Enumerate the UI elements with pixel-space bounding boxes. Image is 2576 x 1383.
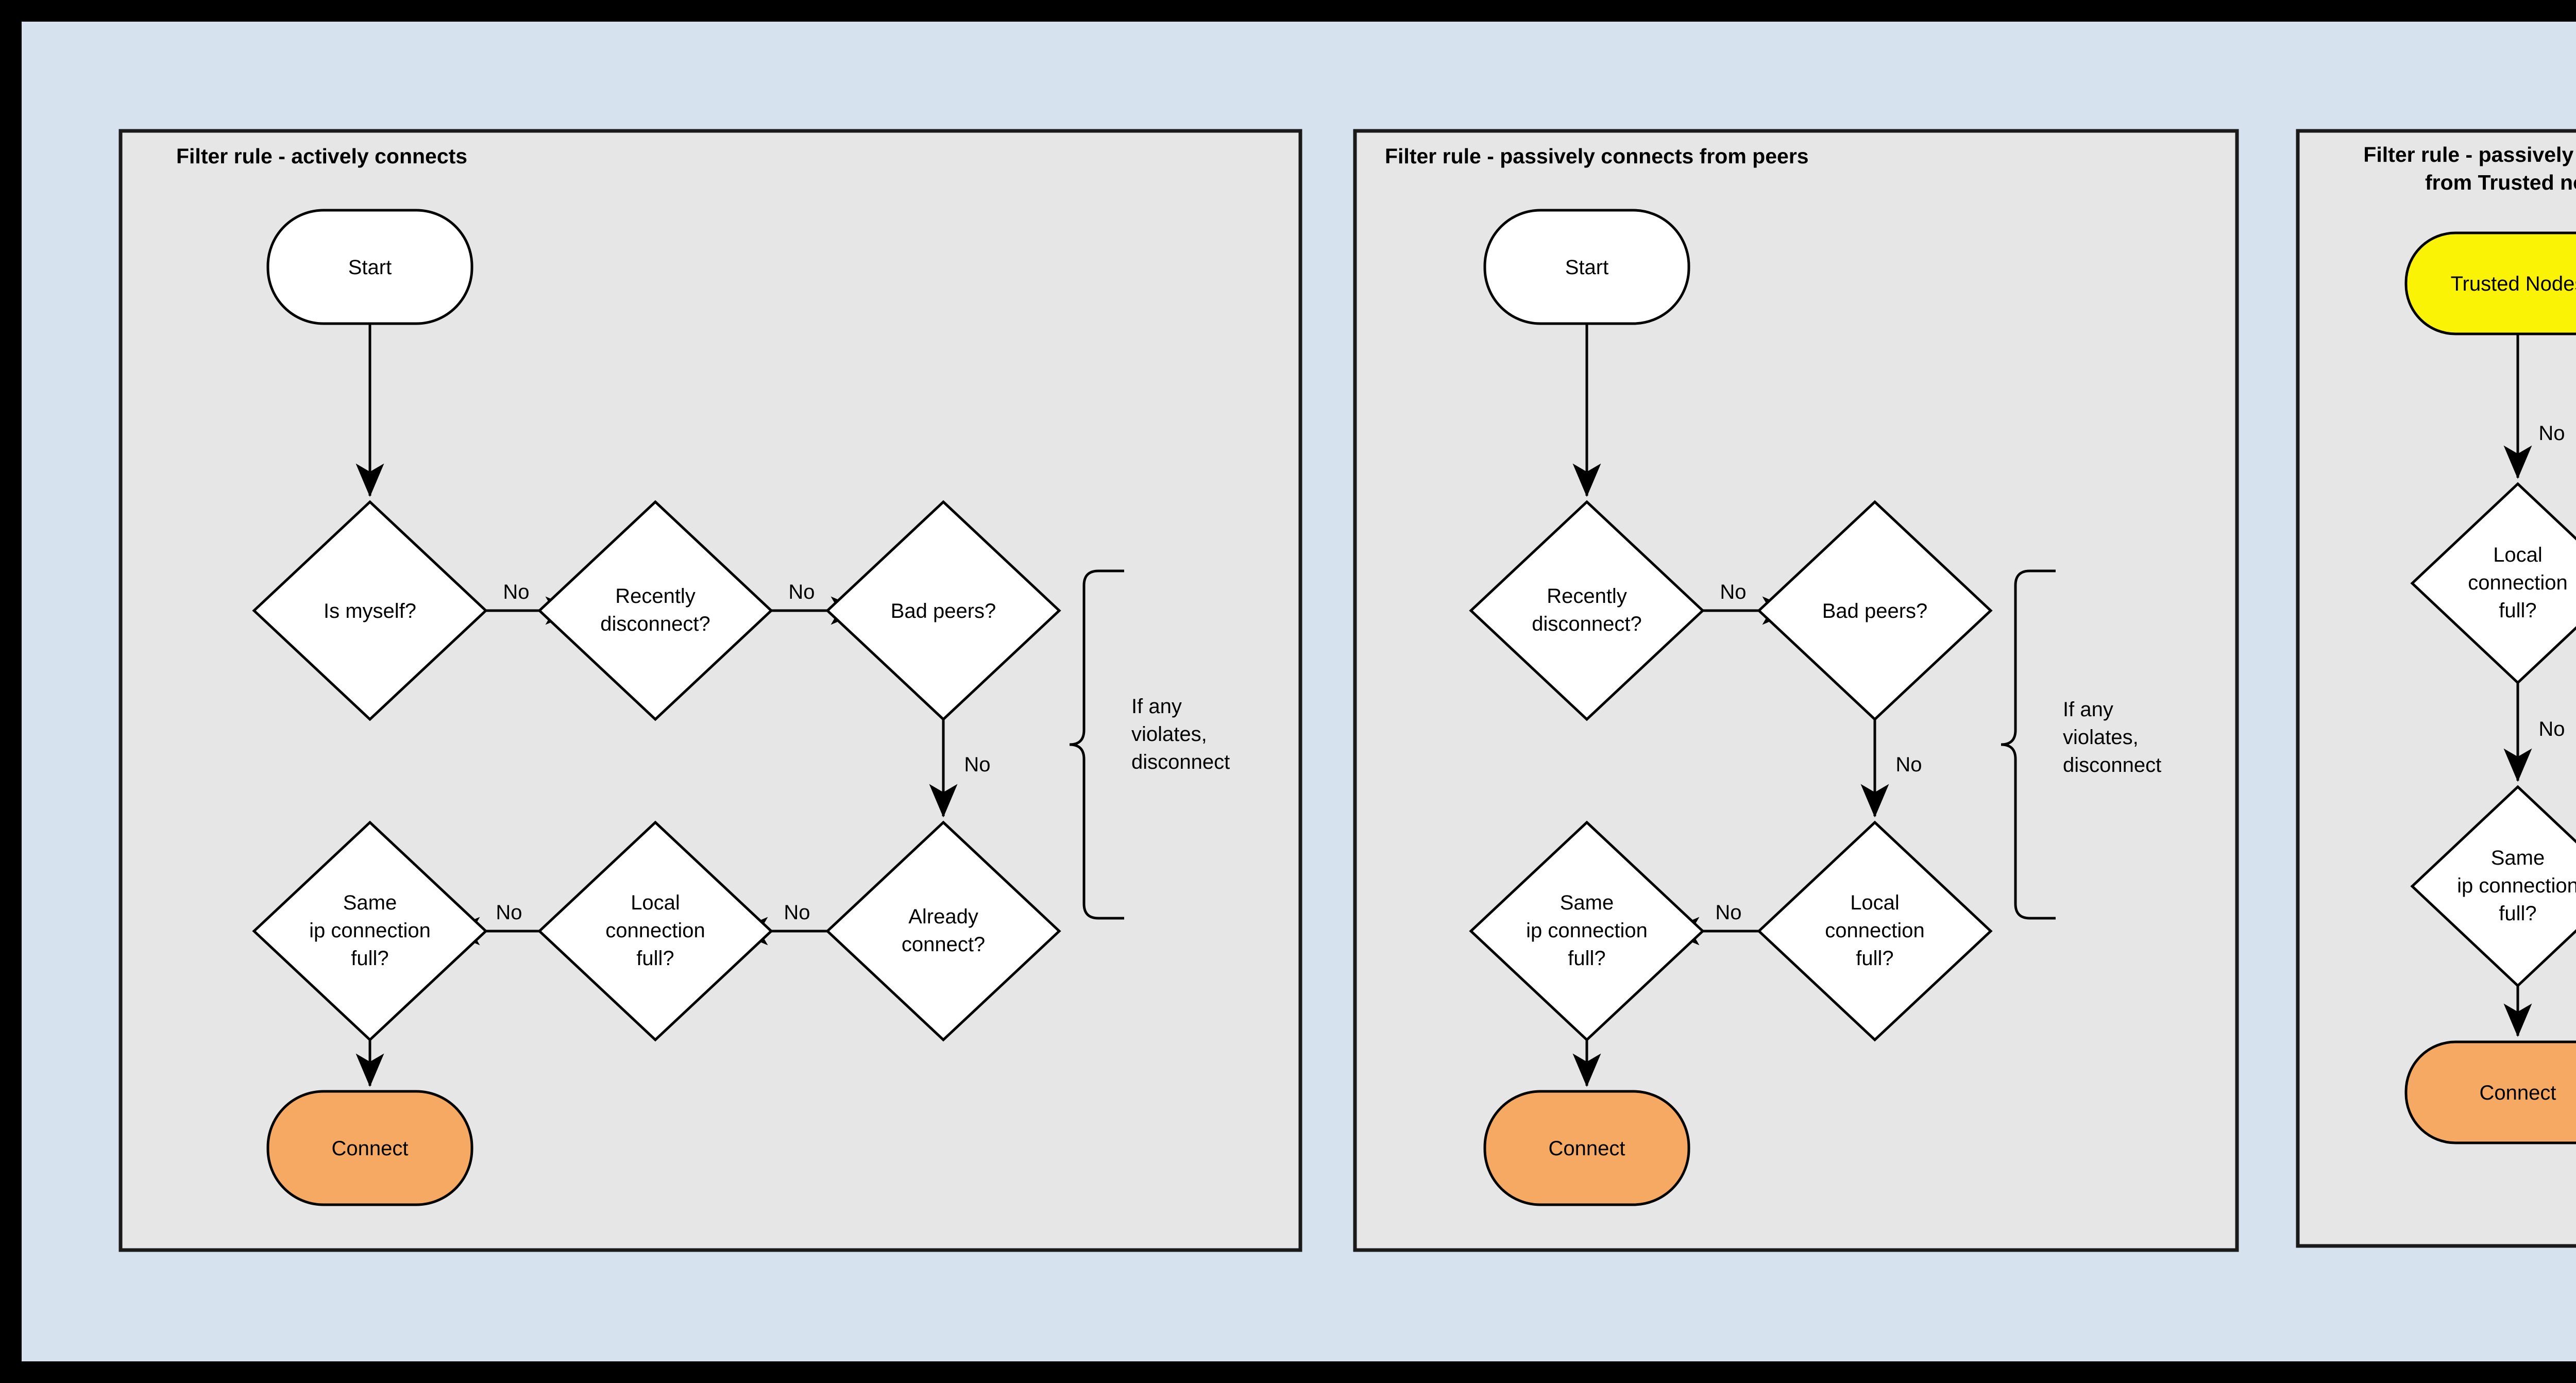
node-same-ip-full-label-line3: full? xyxy=(351,947,388,970)
node-local-full-shape xyxy=(1757,820,1993,1042)
node-local-full-label-line2: connection xyxy=(1825,919,1924,942)
annotation-line-1: If any xyxy=(2063,698,2113,721)
node-connect-label: Connect xyxy=(2480,1082,2556,1104)
panel-3-title-line2: from Trusted node xyxy=(2425,171,2576,194)
panel-3-title-line1: Filter rule - passively connects xyxy=(2363,143,2576,166)
panel-2-title: Filter rule - passively connects from pe… xyxy=(1385,144,1809,168)
annotation-line-2: violates, xyxy=(2063,726,2139,749)
node-connect-label: Connect xyxy=(1549,1137,1625,1160)
panel-actively-connects: Filter rule - actively connects Start Is… xyxy=(118,129,1302,1252)
edge-label-no-5: No xyxy=(496,901,522,924)
node-start-label: Start xyxy=(1565,256,1608,279)
node-connect-label: Connect xyxy=(332,1137,409,1160)
node-is-myself-shape xyxy=(252,500,488,721)
node-local-full-label-line3: full? xyxy=(1856,947,1893,970)
node-same-ip-full-label-line2: ip connection xyxy=(1526,919,1648,942)
node-same-ip-full-label-line2: ip connection xyxy=(309,919,431,942)
node-same-ip-full-label-line3: full? xyxy=(1568,947,1605,970)
node-local-full-label-line3: full? xyxy=(2499,599,2536,622)
diagram-canvas: Filter rule - actively connects Start Is… xyxy=(22,22,2576,1361)
panel-passively-connects-from-peers: Filter rule - passively connects from pe… xyxy=(1353,129,2239,1252)
node-recently-disconnect-label-line2: disconnect? xyxy=(1532,613,1641,635)
node-same-ip-full-label-line1: Same xyxy=(1560,891,1614,914)
edge-label-no-2: No xyxy=(1895,753,1922,776)
node-local-full-label-line2: connection xyxy=(2468,571,2567,594)
edge-label-no-1: No xyxy=(503,581,529,603)
node-already-connect-label-line2: connect? xyxy=(902,933,985,956)
node-recently-disconnect-label-line1: Recently xyxy=(1547,585,1627,608)
node-is-myself-label: Is myself? xyxy=(324,600,416,622)
node-same-ip-full-label-line1: Same xyxy=(343,891,397,914)
edge-label-no-1: No xyxy=(1720,581,1746,603)
node-trusted-nodes-label: Trusted Nodes xyxy=(2451,273,2576,295)
edge-label-no-2: No xyxy=(788,581,815,603)
node-start-label: Start xyxy=(348,256,392,279)
node-same-ip-full-label-line1: Same xyxy=(2491,847,2545,869)
flowchart-svg: Filter rule - actively connects Start Is… xyxy=(118,129,2576,1252)
node-local-full-label-line2: connection xyxy=(605,919,705,942)
brace-if-any-violates-1 xyxy=(1069,569,1124,920)
brace-if-any-violates-2 xyxy=(2001,569,2056,920)
node-connect-shape xyxy=(266,1090,473,1206)
node-local-full-shape xyxy=(537,820,773,1042)
annotation-line-1: If any xyxy=(1131,695,1182,718)
edge-label-no-3: No xyxy=(964,753,990,776)
annotation-line-3: disconnect xyxy=(1131,751,1230,773)
node-already-connect-label-line1: Already xyxy=(908,905,978,928)
edge-label-no-3: No xyxy=(1715,901,1741,924)
node-local-full-label-line1: Local xyxy=(631,891,680,914)
node-same-ip-full-label-line3: full? xyxy=(2499,902,2536,925)
node-bad-peers-label: Bad peers? xyxy=(1822,600,1928,622)
panel-passively-connects-from-trusted-node: Filter rule - passively connects from Tr… xyxy=(2296,129,2576,1248)
panel-2-frame xyxy=(1353,129,2239,1252)
node-bad-peers-label: Bad peers? xyxy=(891,600,996,622)
node-connect-shape xyxy=(2404,1040,2576,1144)
node-local-full-label-line3: full? xyxy=(636,947,674,970)
annotation-line-2: violates, xyxy=(1131,723,1207,746)
annotation-line-3: disconnect xyxy=(2063,754,2161,777)
node-connect-shape xyxy=(1483,1090,1690,1206)
node-local-full-label-line1: Local xyxy=(2493,544,2543,566)
node-recently-disconnect-label-line1: Recently xyxy=(615,585,696,608)
node-same-ip-full-label-line2: ip connection xyxy=(2457,874,2576,897)
edge-label-no-4: No xyxy=(784,901,810,924)
node-recently-disconnect-label-line2: disconnect? xyxy=(600,613,710,635)
panel-1-title: Filter rule - actively connects xyxy=(176,144,467,168)
node-local-full-label-line1: Local xyxy=(1850,891,1900,914)
node-recently-disconnect-shape xyxy=(537,500,773,721)
node-already-connect-shape xyxy=(825,820,1061,1042)
node-recently-disconnect-shape xyxy=(1469,500,1705,721)
edge-label-no-1: No xyxy=(2538,422,2565,445)
edge-label-no-2: No xyxy=(2538,718,2565,740)
